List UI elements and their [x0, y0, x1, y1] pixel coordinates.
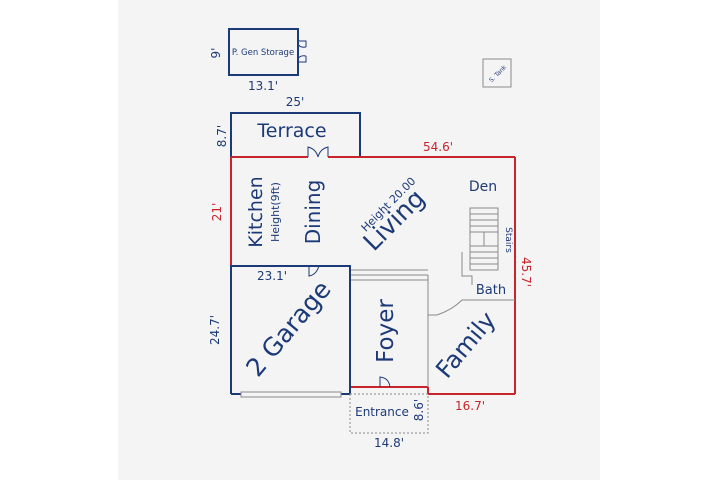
- terrace-width-dim: 25': [286, 95, 305, 109]
- family-label: Family: [430, 306, 501, 383]
- entrance-label: Entrance: [355, 405, 409, 419]
- terrace: Terrace: [230, 112, 361, 158]
- house-outline: [230, 156, 516, 395]
- kitchen-height-label: Height(9ft): [269, 182, 282, 242]
- septic-tank-label: S. Tank: [488, 64, 508, 84]
- gen-storage-label: P. Gen Storage: [232, 48, 294, 58]
- stairs-label: Stairs: [503, 227, 513, 253]
- floor-plan-background: [118, 0, 600, 480]
- garage-label: 2 Garage: [240, 275, 336, 382]
- garage: 2 Garage: [230, 265, 351, 398]
- septic-tank: S. Tank: [482, 58, 512, 88]
- storage-height-dim: 9': [209, 48, 223, 59]
- entrance-depth-dim: 8.6': [412, 399, 426, 421]
- storage-width-dim: 13.1': [248, 79, 278, 93]
- main-depth-dim: 45.7': [519, 257, 533, 287]
- interior-walls: [351, 252, 515, 387]
- stairs: [469, 207, 499, 271]
- dining-label: Dining: [301, 180, 325, 245]
- main-width-dim: 54.6': [423, 140, 453, 154]
- family-width-dim: 16.7': [455, 399, 485, 413]
- bath-label: Bath: [476, 283, 506, 298]
- terrace-depth-dim: 8.7': [215, 125, 229, 147]
- den-label: Den: [469, 179, 497, 195]
- entrance-porch: Entrance: [349, 376, 429, 434]
- entrance-width-dim: 14.8': [374, 436, 404, 450]
- kitchen-label: Kitchen: [245, 176, 267, 247]
- terrace-label: Terrace: [256, 120, 326, 142]
- garage-depth-dim: 24.7': [208, 315, 222, 345]
- foyer-label: Foyer: [373, 299, 399, 363]
- kitchen-depth-dim: 21': [210, 203, 224, 222]
- garage-width-dim: 23.1': [257, 269, 287, 283]
- gen-storage: P. Gen Storage: [228, 28, 307, 76]
